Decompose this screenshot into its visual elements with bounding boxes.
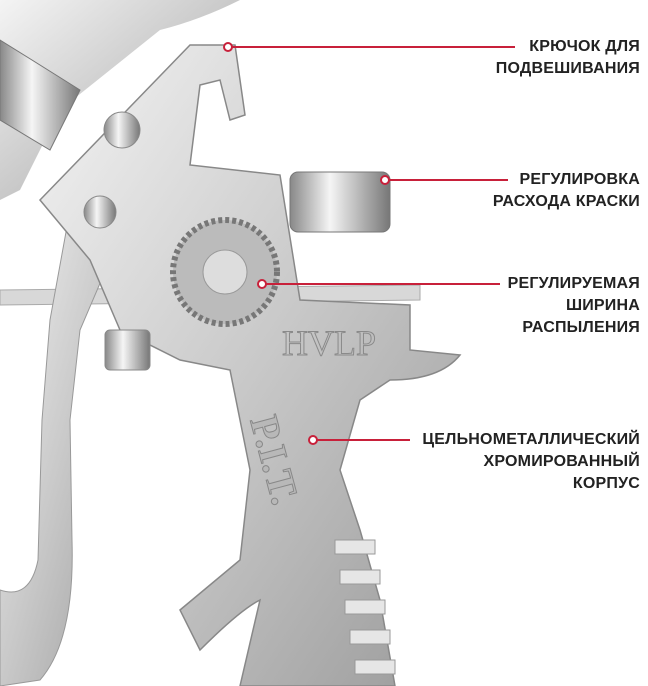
paint-flow-knob bbox=[289, 171, 391, 233]
callout-line: КОРПУС bbox=[572, 475, 640, 492]
callout-line: РЕГУЛИРОВКА bbox=[519, 171, 640, 188]
callout-line: ХРОМИРОВАННЫЙ bbox=[483, 453, 640, 470]
pivot-screw bbox=[103, 111, 141, 149]
callout-line: ШИРИНА bbox=[565, 297, 640, 314]
trigger bbox=[0, 199, 131, 686]
callout-spray-width: РЕГУЛИРУЕМАЯ ШИРИНА РАСПЫЛЕНИЯ bbox=[508, 273, 640, 339]
callout-line: КРЮЧОК ДЛЯ bbox=[529, 38, 640, 55]
callout-lines bbox=[223, 42, 515, 445]
grip-ribs bbox=[334, 539, 396, 675]
spray-width-knob-center bbox=[202, 249, 248, 295]
callout-line: ЦЕЛЬНОМЕТАЛЛИЧЕСКИЙ bbox=[422, 431, 640, 448]
paint-cup bbox=[0, 0, 240, 200]
callout-line: ПОДВЕШИВАНИЯ bbox=[495, 60, 640, 77]
callout-body: ЦЕЛЬНОМЕТАЛЛИЧЕСКИЙ ХРОМИРОВАННЫЙ КОРПУС bbox=[422, 429, 640, 495]
callout-line: РАСХОДА КРАСКИ bbox=[492, 193, 640, 210]
callout-paint-flow: РЕГУЛИРОВКА РАСХОДА КРАСКИ bbox=[493, 169, 640, 213]
callout-line: РАСПЫЛЕНИЯ bbox=[522, 319, 640, 336]
air-valve bbox=[104, 329, 151, 371]
pivot-screw bbox=[83, 195, 117, 229]
callout-hook: КРЮЧОК ДЛЯ ПОДВЕШИВАНИЯ bbox=[496, 36, 640, 80]
cup-connector bbox=[0, 39, 81, 151]
callout-line: РЕГУЛИРУЕМАЯ bbox=[507, 275, 640, 292]
hvlp-emboss: HVLP bbox=[282, 323, 376, 363]
gun-body bbox=[38, 44, 462, 686]
